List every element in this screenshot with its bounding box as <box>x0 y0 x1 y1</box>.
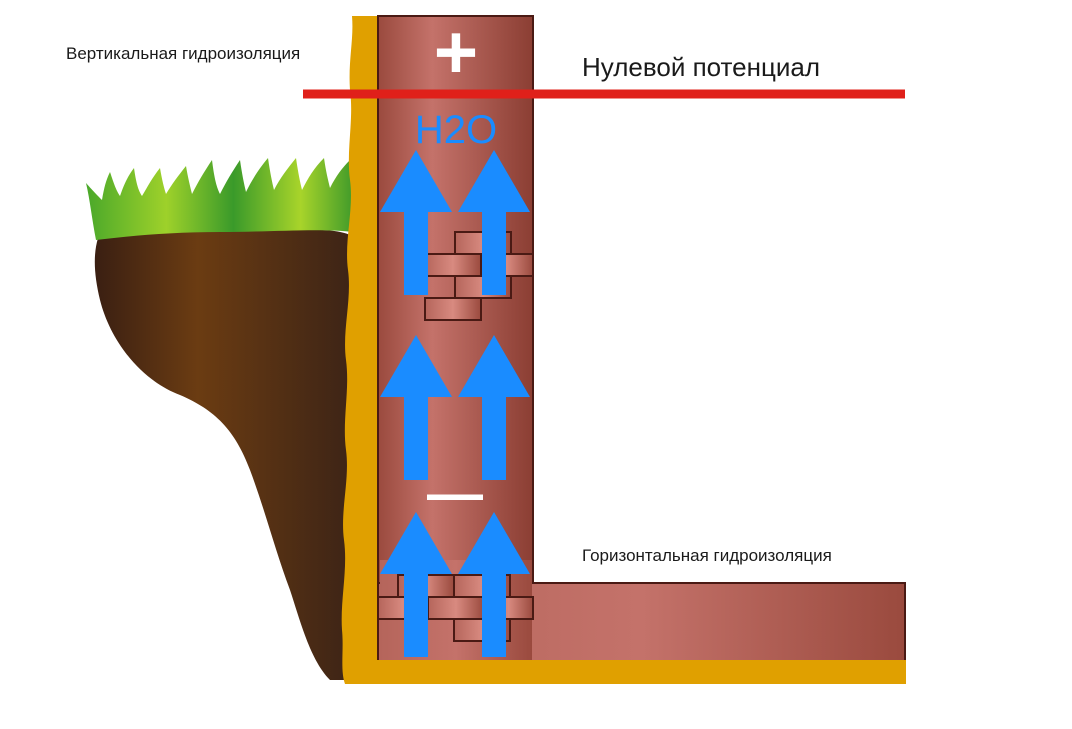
arrow-up-icon <box>380 150 452 295</box>
horizontal-waterproofing-label: Горизонтальная гидроизоляция <box>582 546 832 565</box>
arrow-up-icon <box>458 512 530 657</box>
brick <box>427 596 485 620</box>
grass-shape <box>86 158 354 240</box>
vertical-waterproofing-label: Вертикальная гидроизоляция <box>66 44 300 63</box>
water-label: H2O <box>415 108 497 152</box>
zero-potential-label: Нулевой потенциал <box>582 52 820 82</box>
arrow-up-icon <box>458 335 530 480</box>
brick <box>424 253 482 277</box>
brick <box>424 297 482 321</box>
ground-illustration <box>86 158 354 680</box>
minus-symbol: — <box>427 461 483 524</box>
arrow-up-icon <box>380 335 452 480</box>
plus-symbol: + <box>434 10 478 95</box>
water-arrows <box>380 150 530 657</box>
horizontal-waterproofing-strip <box>356 660 906 684</box>
vertical-waterproofing-strip <box>341 16 378 684</box>
soil-shape <box>94 229 352 680</box>
arrow-up-icon <box>380 512 452 657</box>
arrow-up-icon <box>458 150 530 295</box>
